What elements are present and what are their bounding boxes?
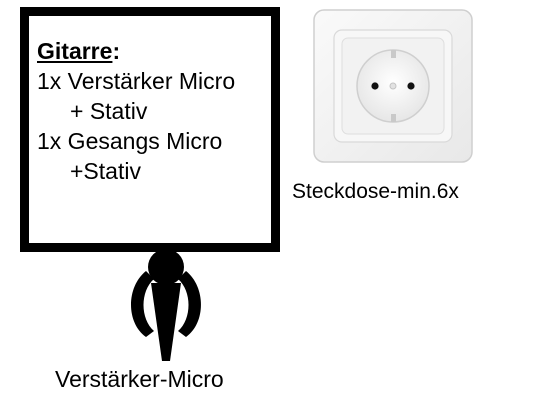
guitar-title-colon: :: [112, 38, 121, 64]
socket-label: Steckdose-min.6x: [292, 180, 459, 203]
guitar-equipment-list: Gitarre: 1x Verstärker Micro + Stativ 1x…: [37, 36, 235, 186]
microphone-icon: [131, 249, 201, 361]
equipment-line-1: 1x Verstärker Micro: [37, 68, 236, 94]
equipment-line-4: +Stativ: [70, 158, 141, 184]
power-socket-icon: [313, 9, 473, 163]
guitar-title-text: Gitarre: [37, 38, 113, 64]
mic-label: Verstärker-Micro: [55, 366, 224, 392]
equipment-line-3: 1x Gesangs Micro: [37, 128, 223, 154]
guitar-title: Gitarre:: [37, 36, 235, 66]
equipment-line-2: + Stativ: [70, 98, 148, 124]
guitar-box: Gitarre: 1x Verstärker Micro + Stativ 1x…: [20, 7, 280, 252]
